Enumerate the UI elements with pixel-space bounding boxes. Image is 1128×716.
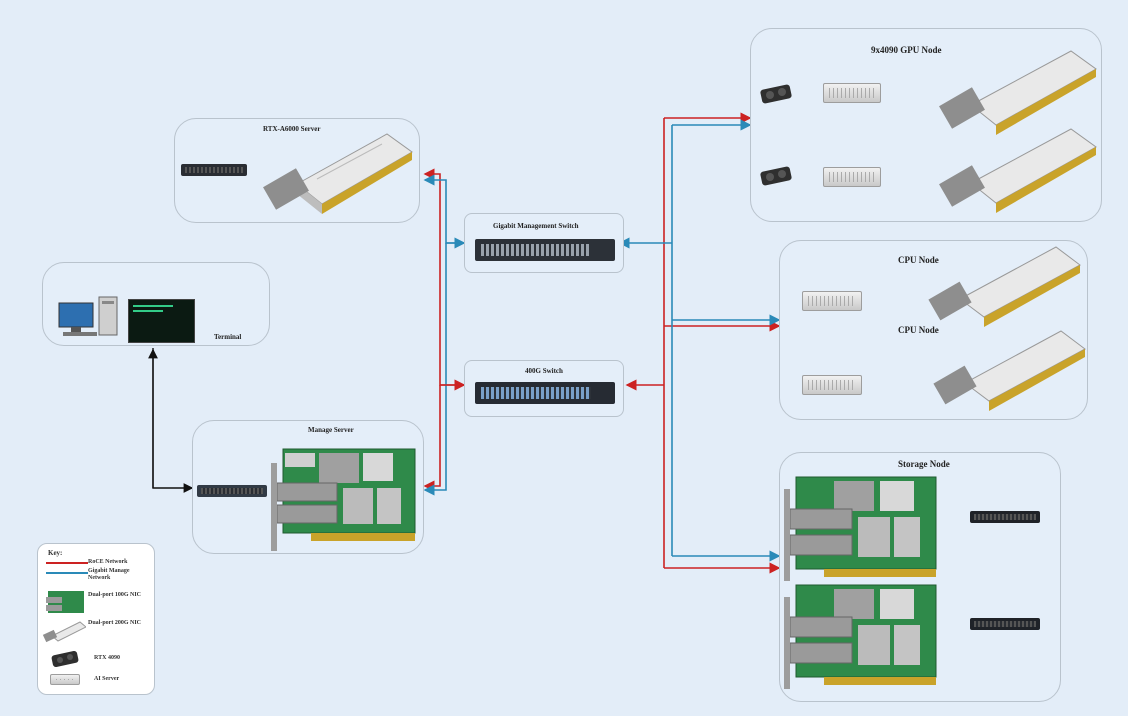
rtx-a6000-server-box: RTX-A6000 Server [174,118,420,223]
roce-link-manage-server [423,385,441,492]
server-tray-icon [802,291,862,311]
roce-link-left-trunk [423,168,464,386]
legend-roce-label: RoCE Network [88,559,128,565]
manage-link-left-trunk [423,174,464,244]
nic-200g-icon [939,128,1097,213]
mgmt-switch-title: Gigabit Management Switch [493,222,579,230]
manage-link-manage-server [423,243,447,496]
ai-server-tray-icon [181,164,247,176]
cpu-node-1-title: CPU Node [898,255,939,265]
legend-title: Key: [48,549,63,557]
server-tray-icon [802,375,862,395]
terminal-screen-icon [128,299,195,343]
cpu-node-2-title: CPU Node [898,325,939,335]
nic-100g-icon [784,584,937,689]
nic-200g-icon [42,621,86,643]
mgmt-switch-box: Gigabit Management Switch [464,213,624,273]
legend-manage-label: Gigabit Manage Network [88,568,130,581]
nic-200g-icon [928,246,1081,327]
ai-server-tray-icon [970,511,1040,523]
gpu-icon [760,84,792,104]
switch-400g-title: 400G Switch [525,367,563,375]
server-tray-icon [823,167,881,187]
manage-line-swatch [46,572,88,574]
nic-100g-icon [271,448,416,551]
gpu-icon [51,650,79,668]
terminal-box: Terminal [42,262,270,346]
gigabit-switch-icon [475,239,615,261]
server-tray-icon [823,83,881,103]
gpu-icon [760,166,792,186]
legend-ai-server-label: AI Server [94,676,120,682]
legend-nic200-label: Dual-port 200G NIC [88,620,142,626]
gpu-node-title: 9x4090 GPU Node [871,45,942,55]
terminal-link [152,348,194,493]
terminal-title: Terminal [214,333,242,341]
ai-server-tray-icon [197,485,267,497]
server-tray-icon [50,674,80,685]
storage-node-box: Storage Node [779,452,1061,702]
nic-200g-icon [939,50,1097,135]
roce-line-swatch [46,562,88,564]
switch-400g-box: 400G Switch [464,360,624,417]
storage-node-title: Storage Node [898,459,950,469]
ai-server-tray-icon [970,618,1040,630]
manage-server-box: Manage Server [192,420,424,554]
nic-200g-icon [263,133,413,214]
gpu-node-box: 9x4090 GPU Node [750,28,1102,222]
legend-box: Key: RoCE Network Gigabit Manage Network… [37,543,155,695]
rtx-a6000-server-title: RTX-A6000 Server [263,125,321,133]
nic-200g-icon [933,330,1086,411]
legend-nic100-label: Dual-port 100G NIC [88,592,142,598]
desktop-pc-icon [58,296,118,336]
nic-100g-icon [784,476,937,581]
legend-rtx4090-label: RTX 4090 [94,655,120,661]
nic-100g-icon [46,591,84,613]
switch-400g-icon [475,382,615,404]
cpu-node-box: CPU Node CPU Node [779,240,1088,420]
manage-server-title: Manage Server [308,426,354,434]
